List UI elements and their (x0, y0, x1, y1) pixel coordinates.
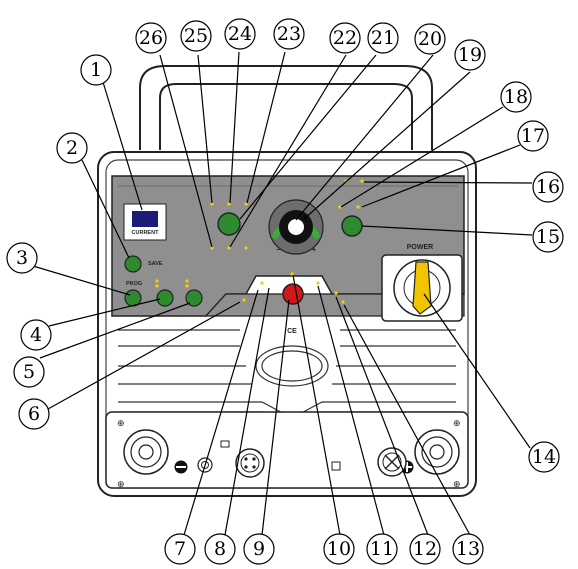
callout-1: 1 (80, 54, 112, 86)
callout-16: 16 (532, 171, 564, 203)
svg-text:11: 11 (370, 538, 394, 560)
prog-label: PROG (126, 281, 142, 287)
callout-13: 13 (452, 533, 484, 565)
svg-text:17: 17 (521, 125, 545, 147)
callout-10: 10 (323, 533, 355, 565)
callout-5: 5 (13, 356, 45, 388)
svg-text:⊕: ⊕ (117, 480, 125, 490)
ce-mark: CE (287, 328, 297, 335)
svg-text:3: 3 (16, 247, 28, 269)
svg-text:26: 26 (139, 27, 163, 49)
svg-text:15: 15 (536, 226, 560, 248)
callout-22: 22 (329, 22, 361, 54)
svg-text:14: 14 (532, 446, 556, 468)
power-switch[interactable] (381, 254, 463, 322)
callout-19: 19 (454, 39, 486, 71)
svg-text:18: 18 (504, 86, 528, 108)
callout-14: 14 (528, 441, 560, 473)
svg-text:12: 12 (413, 538, 437, 560)
callout-3: 3 (6, 242, 38, 274)
svg-text:4: 4 (30, 324, 42, 346)
current-display-label: CURRENT (132, 230, 160, 236)
remote-control-socket[interactable] (235, 448, 265, 478)
socket-symbol-right (331, 461, 341, 471)
svg-text:13: 13 (456, 538, 480, 560)
save-label: SAVE (148, 261, 163, 267)
svg-text:⊕: ⊕ (117, 419, 125, 429)
callout-4: 4 (20, 319, 52, 351)
connector-plate (105, 411, 469, 489)
negative-output-socket[interactable] (123, 429, 169, 475)
callout-21: 21 (367, 22, 399, 54)
svg-text:−: − (276, 247, 280, 254)
callout-25: 25 (180, 20, 212, 52)
svg-text:16: 16 (536, 176, 560, 198)
power-label: POWER (407, 244, 433, 251)
svg-text:9: 9 (253, 538, 265, 560)
callout-17: 17 (517, 120, 549, 152)
current-display: CURRENT (123, 203, 167, 241)
svg-text:6: 6 (28, 403, 40, 425)
callout-8: 8 (204, 533, 236, 565)
callout-18: 18 (500, 81, 532, 113)
callout-20: 20 (414, 23, 446, 55)
svg-text:24: 24 (228, 23, 252, 45)
callout-9: 9 (243, 533, 275, 565)
svg-text:21: 21 (371, 27, 395, 49)
secondary-knob[interactable] (341, 215, 363, 237)
socket-symbol (220, 440, 230, 448)
svg-text:20: 20 (418, 28, 442, 50)
torch-control-socket[interactable] (377, 447, 407, 477)
red-trigger-mode-button[interactable] (282, 283, 304, 305)
svg-text:5: 5 (23, 361, 35, 383)
callout-12: 12 (409, 533, 441, 565)
process-button[interactable] (185, 289, 203, 307)
minus-symbol (174, 460, 188, 474)
panel-screws: ⊕ ⊕ ⊕ ⊕ (117, 419, 461, 490)
svg-text:+: + (312, 247, 316, 254)
callout-11: 11 (366, 533, 398, 565)
svg-text:25: 25 (184, 25, 208, 47)
callout-15: 15 (532, 221, 564, 253)
carry-handle (139, 65, 433, 150)
svg-text:23: 23 (277, 23, 301, 45)
leader-lines (32, 51, 533, 536)
callout-24: 24 (224, 18, 256, 50)
svg-text:1: 1 (90, 59, 102, 81)
save-button[interactable] (124, 255, 142, 273)
mode-button[interactable] (156, 289, 174, 307)
callout-6: 6 (18, 398, 50, 430)
mode-indicator-leds (155, 279, 189, 288)
svg-text:2: 2 (66, 137, 78, 159)
svg-text:10: 10 (327, 538, 351, 560)
svg-text:⊕: ⊕ (453, 480, 461, 490)
svg-text:7: 7 (174, 538, 186, 560)
positive-output-socket[interactable] (414, 429, 460, 475)
svg-text:⊕: ⊕ (453, 419, 461, 429)
svg-text:22: 22 (333, 27, 357, 49)
svg-text:19: 19 (458, 44, 482, 66)
svg-text:8: 8 (214, 538, 226, 560)
parameter-select-knob[interactable] (217, 212, 241, 236)
callout-26: 26 (135, 22, 167, 54)
main-adjust-encoder[interactable]: − + (268, 199, 324, 255)
callout-23: 23 (273, 18, 305, 50)
callout-7: 7 (164, 533, 196, 565)
callout-2: 2 (56, 132, 88, 164)
